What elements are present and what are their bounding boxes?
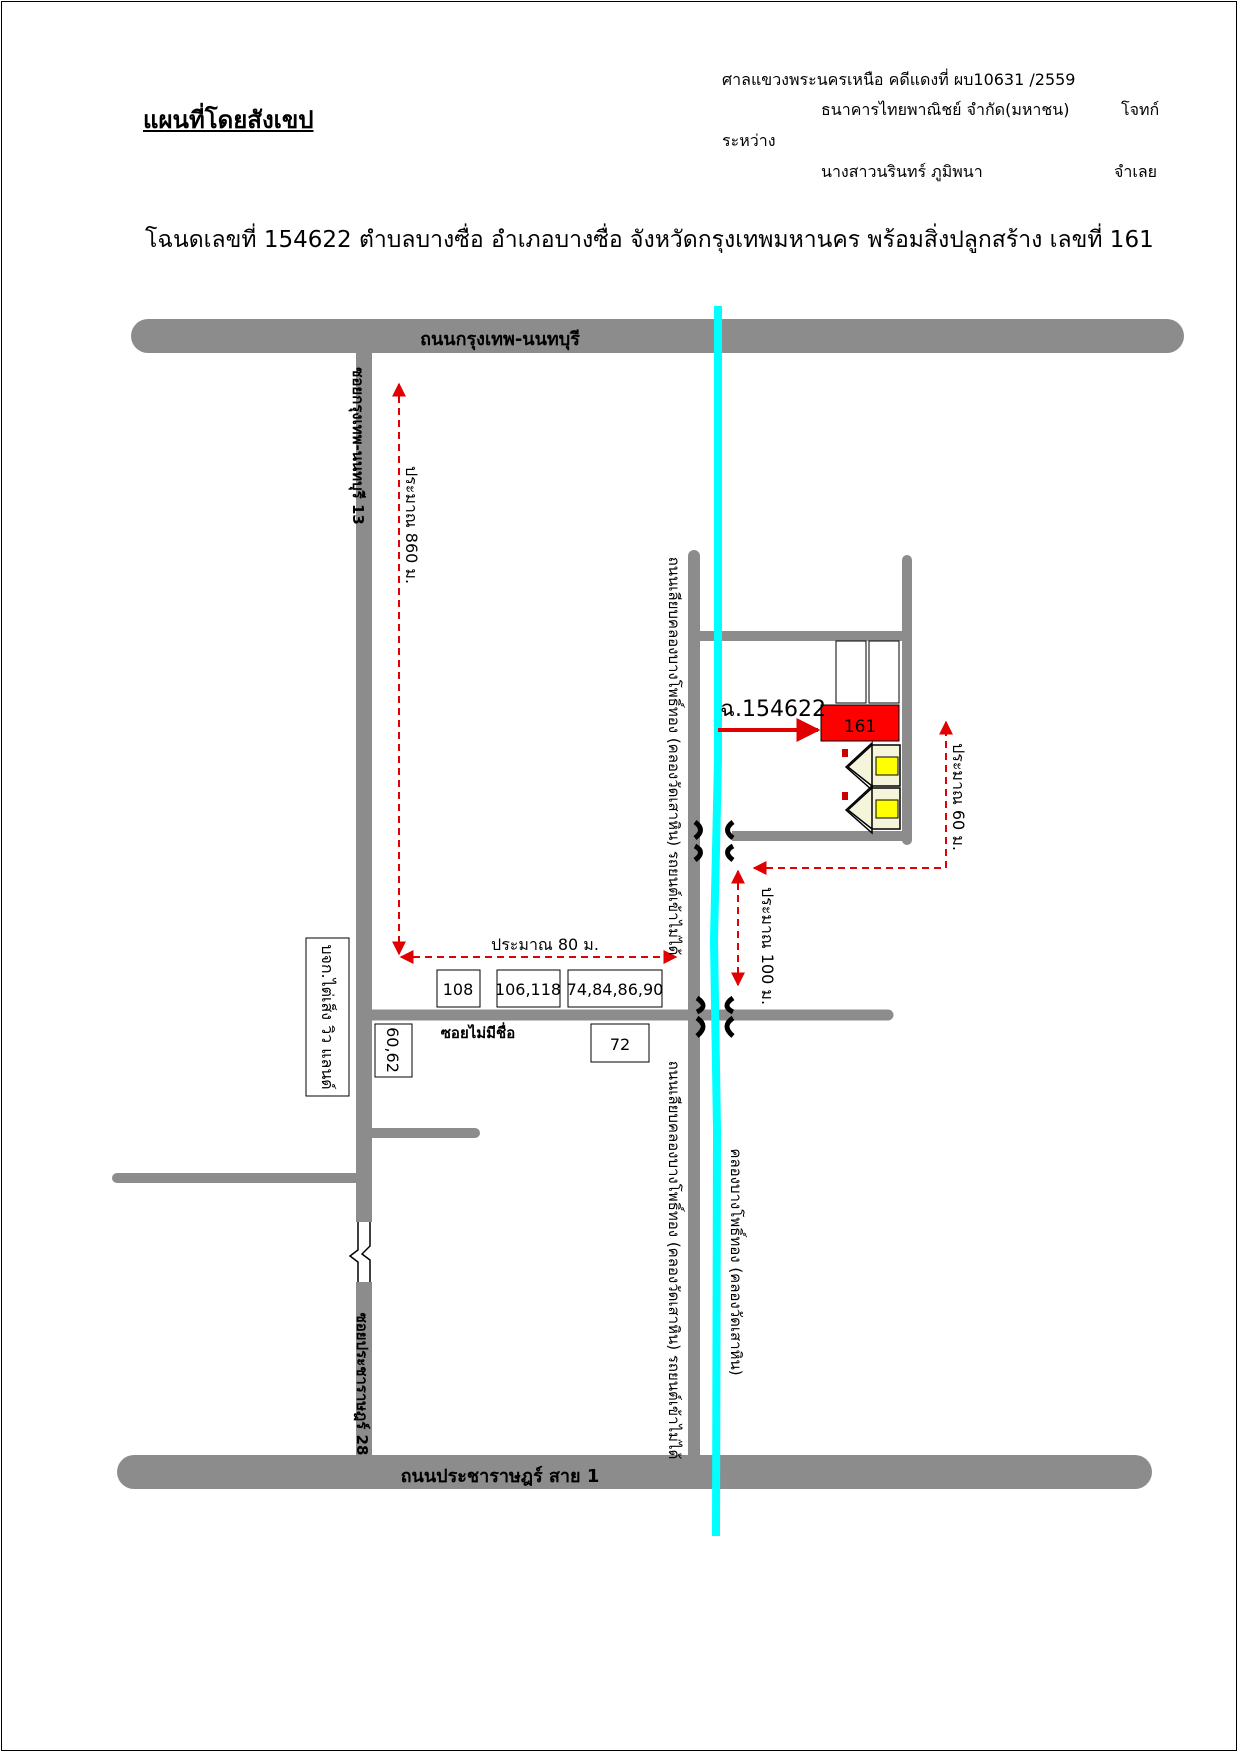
page-title: แผนที่โดยสังเขป <box>143 106 314 134</box>
bridge-upper <box>693 819 735 863</box>
company-box: บจก.ไต่เส็ง วิว แลนด์ <box>305 937 350 1097</box>
svg-text:108: 108 <box>443 980 474 999</box>
canal-road-lower-label: ถนนเลียบคลองบางโพธิ์ทอง (คลองวัดเสาหิน) … <box>665 1061 685 1460</box>
building-plot-1 <box>835 640 867 704</box>
bridge-lower <box>695 995 735 1038</box>
plaintiff-role: โจทก์ <box>1121 100 1160 119</box>
road-label-bottom: ถนนประชาราษฎร์ สาย 1 <box>401 1465 600 1487</box>
house-box: 108 <box>436 969 481 1008</box>
distance-80-label: ประมาณ 80 ม. <box>491 935 599 954</box>
company-label: บจก.ไต่เส็ง วิว แลนด์ <box>318 944 338 1089</box>
house-box: 74,84,86,90 <box>567 969 664 1008</box>
house-box: 60,62 <box>374 1023 413 1078</box>
building-plot-2 <box>868 640 900 704</box>
target-house-number: 161 <box>844 717 876 737</box>
canal-road-upper-label: ถนนเลียบคลองบางโพธิ์ทอง (คลองวัดเสาหิน) … <box>665 557 685 956</box>
svg-text:74,84,86,90: 74,84,86,90 <box>567 980 664 999</box>
plaintiff-name: ธนาคารไทยพาณิชย์ จำกัด(มหาชน) <box>821 100 1070 119</box>
distance-100-label: ประมาณ 100 ม. <box>758 887 777 1005</box>
distance-60-label: ประมาณ 60 ม. <box>949 743 968 851</box>
house-icon <box>842 741 901 792</box>
distance-860-label: ประมาณ 860 ม. <box>402 466 421 584</box>
road-break-icon <box>348 1222 374 1282</box>
between-label: ระหว่าง <box>722 131 776 150</box>
soi-unnamed-label: ซอยไม่มีชื่อ <box>441 1022 516 1042</box>
house-icon <box>842 784 901 835</box>
house-box: 106,118 <box>495 969 561 1008</box>
court-case-line: ศาลแขวงพระนครเหนือ คดีแดงที่ ผบ10631 /25… <box>722 70 1076 89</box>
distance-60-arrow <box>752 720 953 875</box>
canal-label: คลองบางโพธิ์ทอง (คลองวัดเสาหิน) <box>727 1148 747 1375</box>
roads <box>112 319 1184 1489</box>
soi-13-label: ซอยกรุงเทพ-นนทบุรี 13 <box>348 367 367 525</box>
canal-line <box>709 306 722 1537</box>
deed-label: ฉ.154622 <box>720 697 826 722</box>
defendant-name: นางสาวนรินทร์ ภูมิพนา <box>821 162 983 181</box>
defendant-role: จำเลย <box>1114 162 1158 181</box>
deed-description: โฉนดเลขที่ 154622 ตำบลบางซื่อ อำเภอบางซื… <box>145 227 1154 253</box>
svg-text:106,118: 106,118 <box>495 980 561 999</box>
soi-28-label: ซอยประชาราษฎร์ 28 <box>353 1313 371 1456</box>
road-label-top: ถนนกรุงเทพ-นนทบุรี <box>420 329 580 351</box>
svg-text:72: 72 <box>610 1035 630 1054</box>
svg-text:60,62: 60,62 <box>383 1027 402 1073</box>
house-box: 72 <box>590 1023 650 1063</box>
